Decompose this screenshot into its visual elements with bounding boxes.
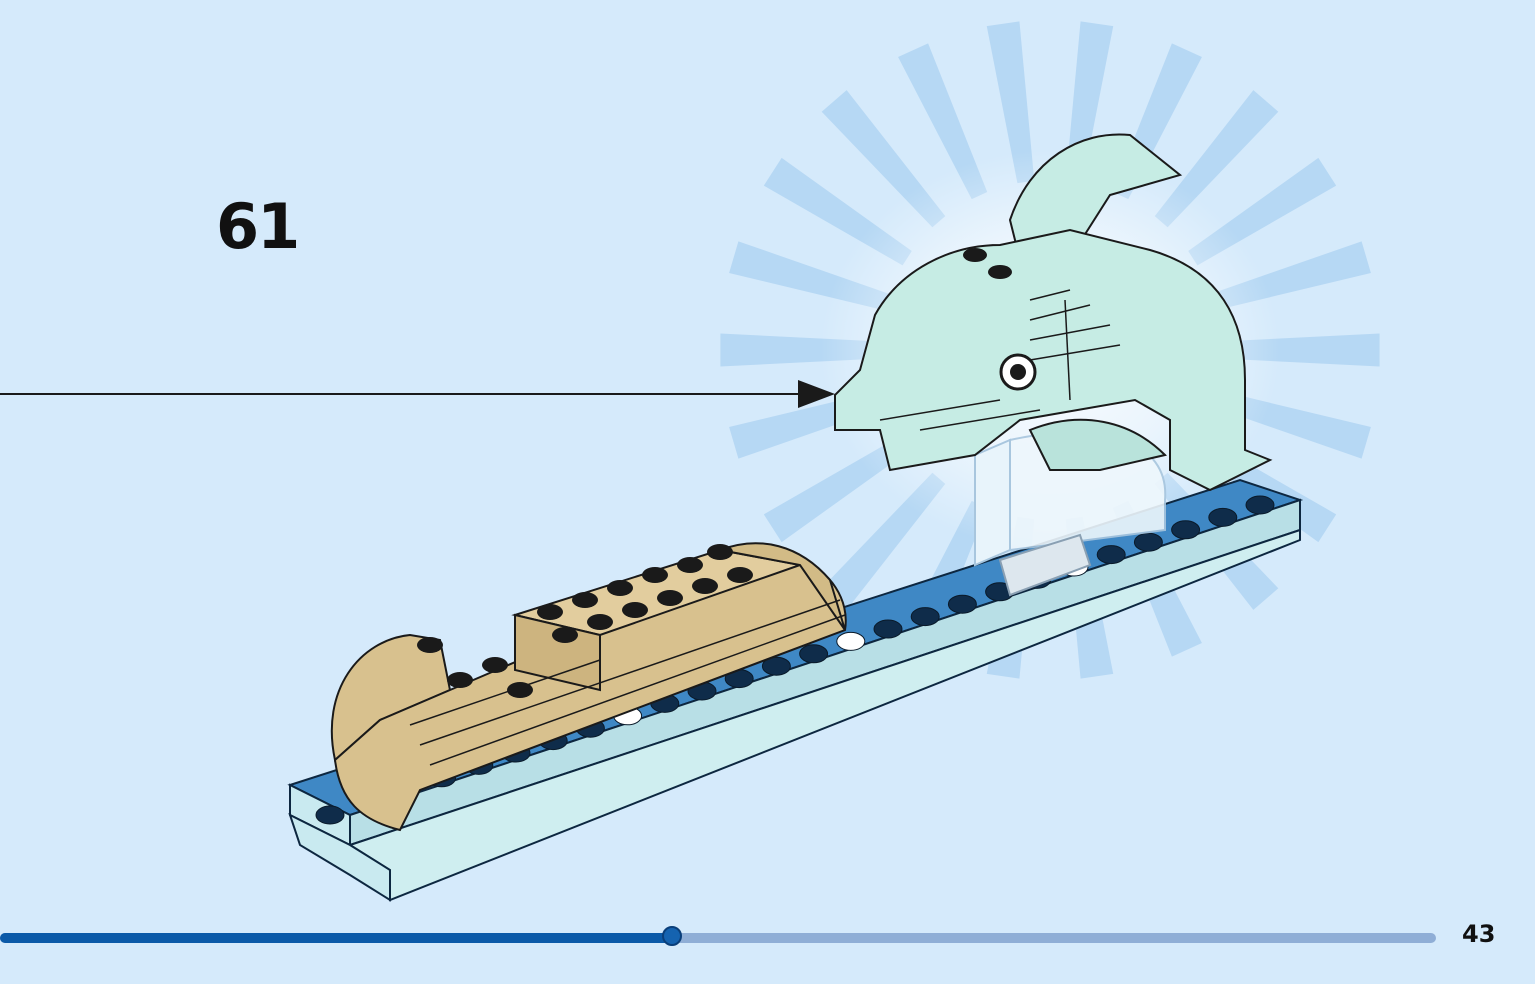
highlight-ray	[898, 43, 988, 200]
tan-stud	[537, 604, 563, 620]
base-stud	[799, 644, 829, 664]
tan-stud	[552, 627, 578, 643]
tan-stud	[727, 567, 753, 583]
progress-handle[interactable]	[662, 926, 683, 946]
page-number: 43	[1462, 920, 1496, 948]
base-stud	[1133, 532, 1163, 552]
progress-fill	[0, 933, 673, 943]
tan-stud	[507, 682, 533, 698]
base-stud	[836, 631, 866, 651]
base-stud	[1171, 520, 1201, 540]
mint-dolphin-model	[834, 133, 1273, 492]
tan-stud	[642, 567, 668, 583]
tan-studs	[417, 544, 753, 698]
base-stud	[315, 805, 345, 825]
tan-stud	[482, 657, 508, 673]
tan-stud	[692, 578, 718, 594]
base-stud	[1208, 507, 1238, 527]
progress-bar	[0, 926, 1436, 946]
tan-stud	[622, 602, 648, 618]
tan-stud	[572, 592, 598, 608]
tan-stud	[587, 614, 613, 630]
tan-stud	[677, 557, 703, 573]
base-stud	[873, 619, 903, 639]
tan-stud	[607, 580, 633, 596]
tan-stud	[657, 590, 683, 606]
tan-dolphin-model	[330, 542, 847, 832]
base-stud	[910, 607, 940, 627]
step-number: 61	[216, 190, 300, 263]
tan-stud	[707, 544, 733, 560]
base-stud	[761, 656, 791, 676]
highlight-ray	[986, 21, 1035, 184]
pointer-arrow	[0, 380, 835, 408]
tan-stud	[417, 637, 443, 653]
tan-stud	[447, 672, 473, 688]
base-stud	[1096, 545, 1126, 565]
base-stud	[1245, 495, 1275, 515]
base-stud	[947, 594, 977, 614]
